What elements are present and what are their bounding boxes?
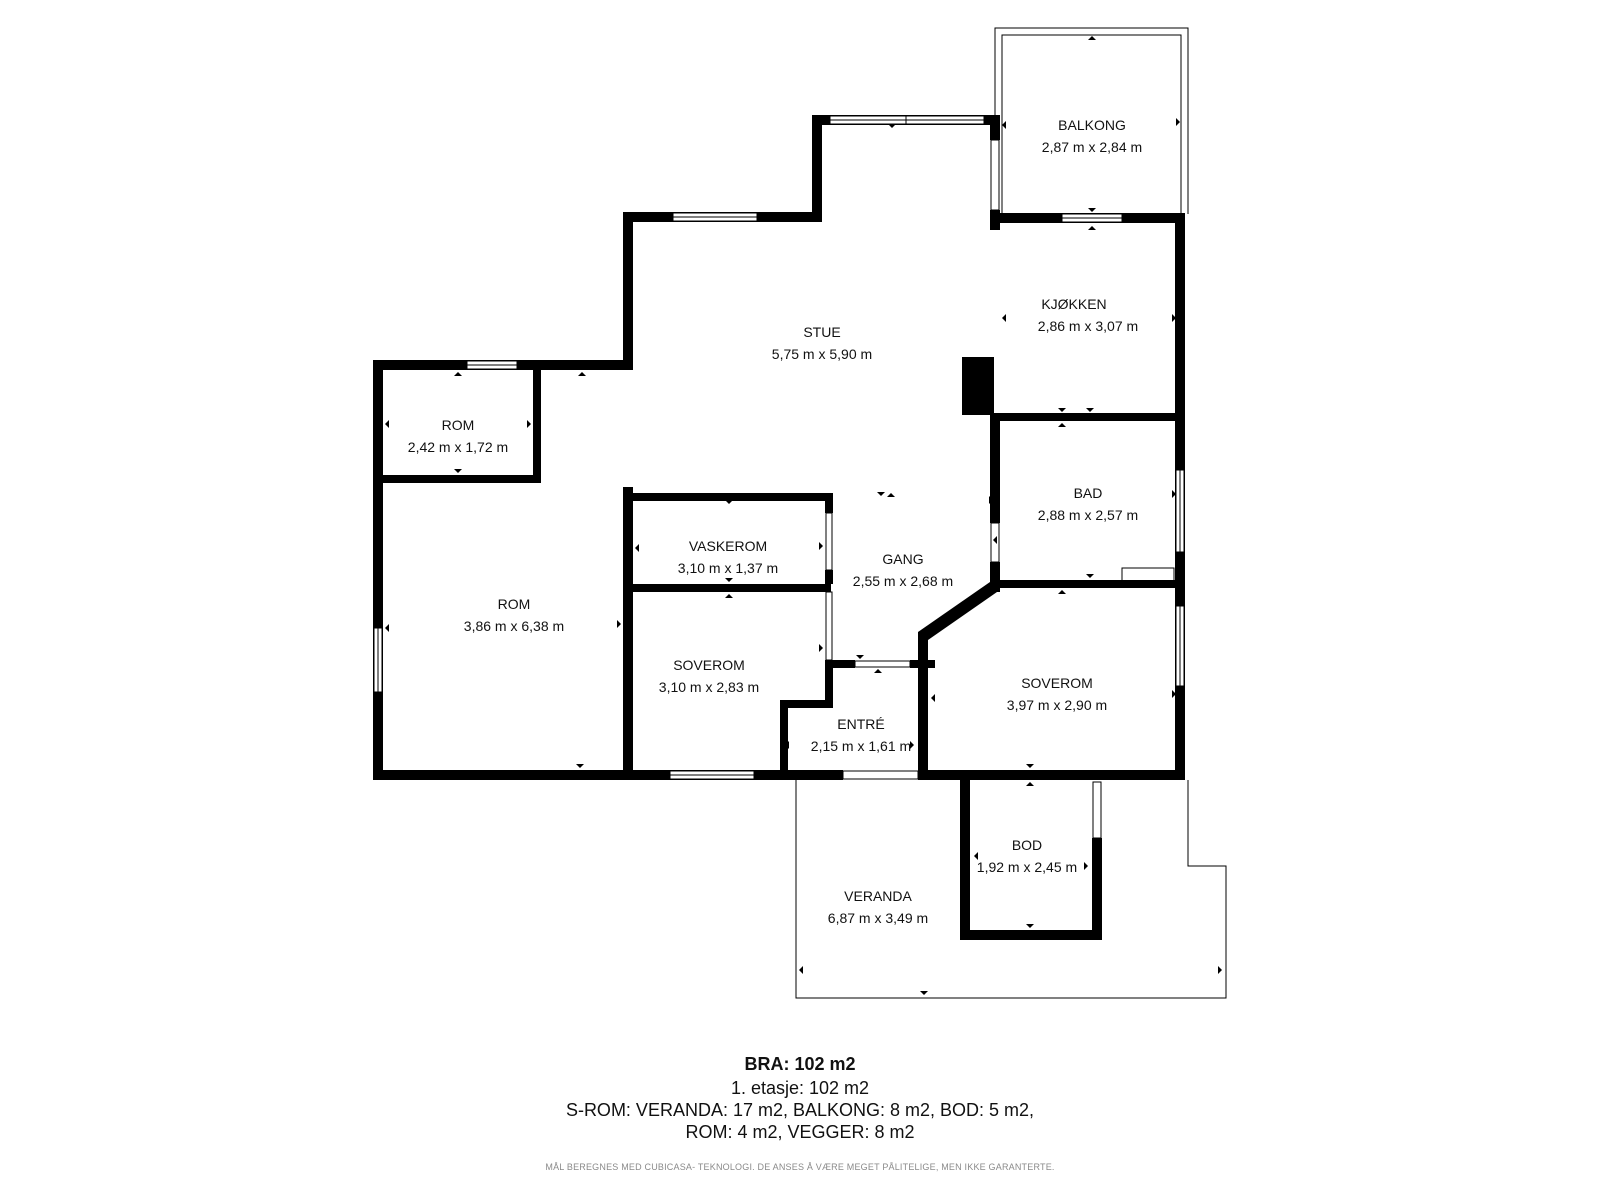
floor-area: 1. etasje: 102 m2 bbox=[730, 1078, 870, 1098]
room-dims-balkong: 2,87 m x 2,84 m bbox=[1042, 139, 1142, 155]
room-dims-gang: 2,55 m x 2,68 m bbox=[853, 573, 953, 589]
room-name-stue: STUE bbox=[803, 324, 840, 340]
room-name-kjokken: KJØKKEN bbox=[1041, 296, 1106, 312]
room-name-rom-large: ROM bbox=[498, 596, 531, 612]
room-dims-rom-large: 3,86 m x 6,38 m bbox=[464, 618, 564, 634]
room-dims-soverom-right: 3,97 m x 2,90 m bbox=[1007, 697, 1107, 713]
room-name-balkong: BALKONG bbox=[1058, 117, 1126, 133]
thin-outlines bbox=[795, 27, 1227, 999]
secondary-rooms-line2: ROM: 4 m2, VEGGER: 8 m2 bbox=[685, 1122, 915, 1142]
room-name-bad: BAD bbox=[1074, 485, 1103, 501]
room-name-gang: GANG bbox=[882, 551, 923, 567]
windows bbox=[373, 115, 1185, 839]
room-dims-soverom-left: 3,10 m x 2,83 m bbox=[659, 679, 759, 695]
room-name-bod: BOD bbox=[1012, 837, 1042, 853]
room-dims-vaskerom: 3,10 m x 1,37 m bbox=[678, 560, 778, 576]
room-name-rom-small: ROM bbox=[442, 417, 475, 433]
room-dims-stue: 5,75 m x 5,90 m bbox=[772, 346, 872, 362]
room-dims-bad: 2,88 m x 2,57 m bbox=[1038, 507, 1138, 523]
secondary-rooms-line1: S-ROM: VERANDA: 17 m2, BALKONG: 8 m2, BO… bbox=[565, 1100, 1035, 1120]
room-dims-rom-small: 2,42 m x 1,72 m bbox=[408, 439, 508, 455]
room-labels: BALKONG 2,87 m x 2,84 m STUE 5,75 m x 5,… bbox=[408, 117, 1142, 926]
room-dims-entre: 2,15 m x 1,61 m bbox=[811, 738, 911, 754]
room-dims-kjokken: 2,86 m x 3,07 m bbox=[1038, 318, 1138, 334]
walls bbox=[373, 115, 1185, 940]
measurement-disclaimer: MÅL BEREGNES MED CUBICASA- TEKNOLOGI. DE… bbox=[545, 1162, 1055, 1172]
room-name-entre: ENTRÉ bbox=[837, 716, 884, 732]
room-name-soverom-right: SOVEROM bbox=[1021, 675, 1093, 691]
room-name-veranda: VERANDA bbox=[844, 888, 912, 904]
room-name-vaskerom: VASKEROM bbox=[689, 538, 767, 554]
door-markers bbox=[385, 36, 1222, 995]
room-dims-veranda: 6,87 m x 3,49 m bbox=[828, 910, 928, 926]
total-area: BRA: 102 m2 bbox=[744, 1054, 856, 1074]
room-dims-bod: 1,92 m x 2,45 m bbox=[977, 859, 1077, 875]
room-name-soverom-left: SOVEROM bbox=[673, 657, 745, 673]
